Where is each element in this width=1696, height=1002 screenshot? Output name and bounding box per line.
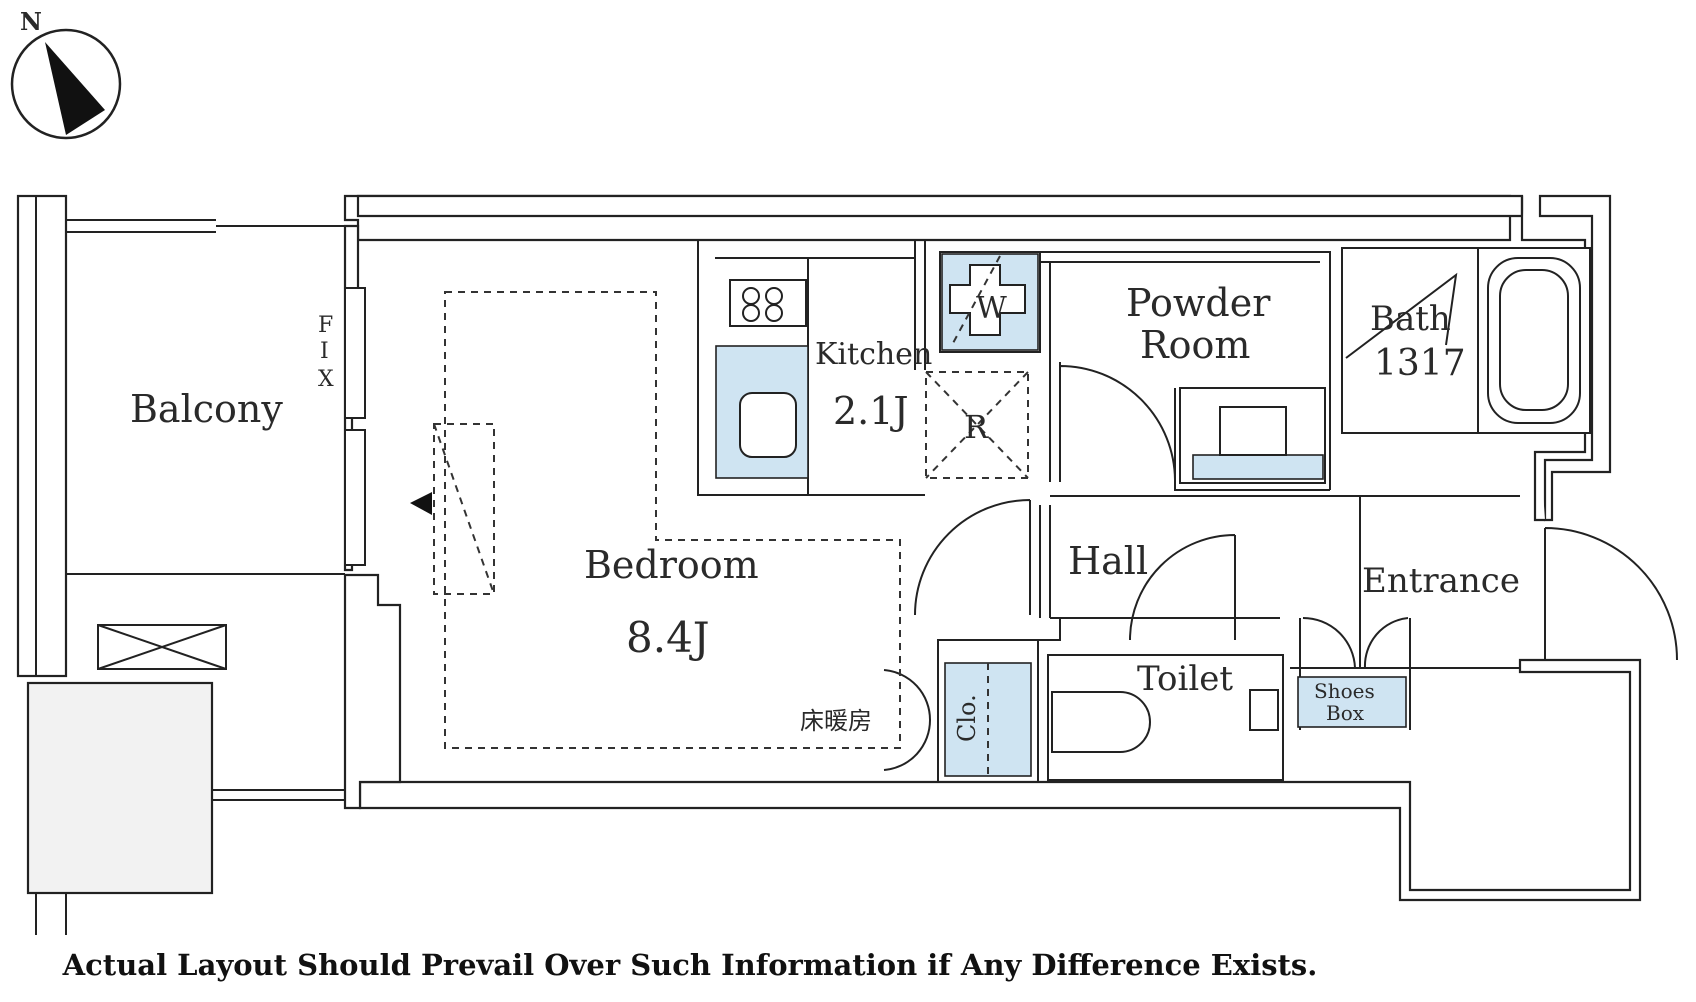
bath-label: Bath — [1370, 299, 1451, 339]
powder-room-label-line1: Powder — [1126, 281, 1271, 325]
bedroom-label: Bedroom — [584, 543, 759, 587]
closet-label: Clo. — [953, 694, 981, 742]
shoes-box-label-line1: Shoes — [1314, 679, 1375, 703]
kitchen-fixtures — [715, 279, 1029, 479]
washer-label: W — [976, 291, 1007, 326]
compass-north-label: N — [20, 7, 42, 36]
fix-letter-i: I — [320, 339, 329, 364]
ac-outdoor-unit-icon — [97, 624, 227, 670]
floor-heating-label: 床暖房 — [800, 707, 872, 735]
shoes-box-label-line2: Box — [1326, 701, 1365, 725]
sink-icon — [739, 392, 797, 458]
fridge-label: R — [964, 408, 989, 446]
closet — [944, 662, 1032, 777]
hall-label: Hall — [1068, 539, 1148, 583]
kitchen-size: 2.1J — [833, 389, 909, 433]
vanity-basin-icon — [1219, 406, 1287, 456]
balcony-label: Balcony — [130, 387, 283, 431]
washer-space — [941, 253, 1039, 351]
bath-size: 1317 — [1374, 343, 1466, 384]
entrance-label: Entrance — [1362, 561, 1520, 601]
fix-letter-x: X — [318, 367, 334, 392]
room-labels: Balcony Bedroom 8.4J Kitchen 2.1J W R Po… — [130, 281, 1520, 742]
fix-letter-f: F — [318, 313, 333, 338]
floor-heating-area — [410, 291, 901, 749]
fix-window: F I X — [318, 287, 366, 566]
doors — [883, 272, 1678, 771]
powder-room-label-line2: Room — [1140, 323, 1250, 367]
shoes-box — [1297, 676, 1407, 728]
bedroom-size: 8.4J — [626, 613, 710, 662]
north-compass-icon: N — [10, 7, 122, 140]
window-direction-icon — [410, 492, 432, 515]
toilet-label: Toilet — [1137, 659, 1233, 699]
toilet-fixture — [1051, 689, 1279, 753]
kitchen-label: Kitchen — [815, 337, 932, 372]
vanity-sink — [1192, 406, 1324, 480]
toilet-tank-icon — [1249, 689, 1279, 731]
bathtub-icon — [1487, 257, 1581, 424]
disclaimer-text: Actual Layout Should Prevail Over Such I… — [62, 948, 1318, 982]
toilet-bowl-icon — [1051, 691, 1151, 753]
